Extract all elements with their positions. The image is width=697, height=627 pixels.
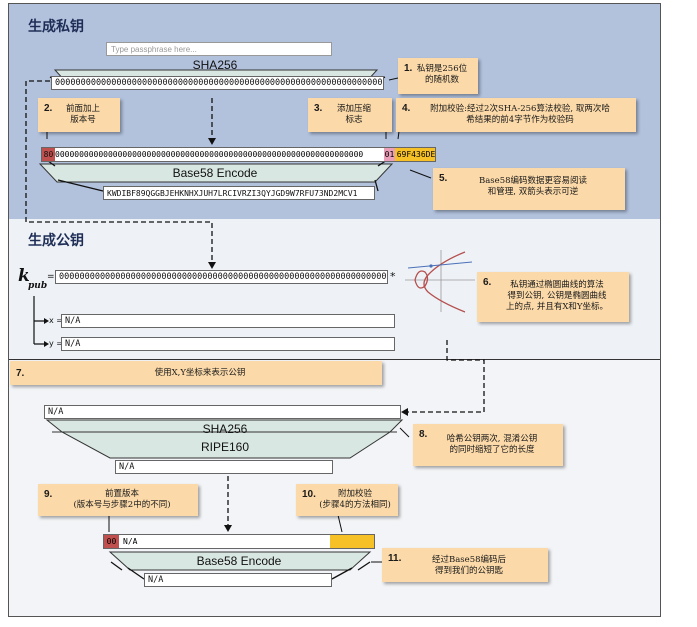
note-2: 2.前面加上 版本号 (38, 98, 120, 132)
extended-hex: 0000000000000000000000000000000000000000… (55, 150, 364, 159)
extended-key-row: 80 0000000000000000000000000000000000000… (41, 147, 436, 162)
note-11: 11.经过Base58编码后 得到我们的公钥匙 (382, 548, 548, 582)
x-coordinate-field: N/A (61, 314, 395, 328)
address-output-field: N/A (144, 573, 332, 587)
compress-flag: 01 (384, 148, 395, 161)
wif-key-field: KWDIBF89QGGBJEHKNHXJUH7LRCIVRZI3QYJGD9W7… (103, 186, 375, 200)
public-key-title: 生成公钥 (28, 233, 84, 249)
multiply-sign: * (390, 270, 396, 283)
random-hex-field: 0000000000000000000000000000000000000000… (51, 76, 384, 90)
equals-sign: = (47, 272, 55, 282)
note-8: 8.哈希公钥两次, 混淆公钥 的同时缩短了它的长度 (413, 424, 563, 466)
note-5: 5.Base58编码数据更容易阅读 和管理, 双箭头表示可逆 (433, 168, 625, 210)
base58-label: Base58 Encode (172, 166, 258, 180)
checksum: 69F436DE (395, 148, 436, 161)
pubkey-hex-field: 0000000000000000000000000000000000000000… (55, 270, 388, 284)
version-prefix: 80 (42, 148, 55, 161)
address-input-field: N/A (44, 405, 401, 419)
note-6: 6.私钥通过椭圆曲线的算法 得到公钥, 公钥是椭圆曲线 上的点, 并且有X和Y坐… (477, 272, 629, 322)
note-7: 7.使用X,Y坐标来表示公钥 (10, 361, 382, 385)
private-key-title: 生成私钥 (28, 19, 84, 35)
y-label: y = (49, 339, 63, 348)
note-9: 9.前置版本 (版本号与步骤2中的不同) (38, 484, 198, 516)
y-coordinate-field: N/A (61, 337, 395, 351)
sha256-label-2: SHA256 (202, 422, 248, 436)
passphrase-input[interactable]: Type passphrase here... (106, 42, 332, 56)
address-checksum (330, 535, 374, 548)
k-symbol: k (18, 266, 30, 286)
k-subscript: pub (28, 281, 48, 291)
sha256-label: SHA256 (192, 58, 238, 72)
versioned-address-row: 00 N/A (103, 534, 375, 549)
note-4: 4.附加校验:经过2次SHA-256算法校验, 取两次哈 希结果的前4字节作为校… (396, 98, 636, 132)
note-10: 10.附加校验 (步骤4的方法相同) (296, 484, 398, 516)
ripe160-label: RIPE160 (200, 440, 250, 454)
address-versioned-value: N/A (123, 537, 138, 546)
note-3: 3.添加压缩 标志 (308, 98, 392, 132)
address-version-prefix: 00 (104, 535, 119, 548)
note-1: 1.私钥是256位 的随机数 (398, 58, 478, 94)
base58-label-2: Base58 Encode (196, 554, 282, 568)
ripe-value-field: N/A (115, 460, 333, 474)
x-label: x = (49, 316, 63, 325)
